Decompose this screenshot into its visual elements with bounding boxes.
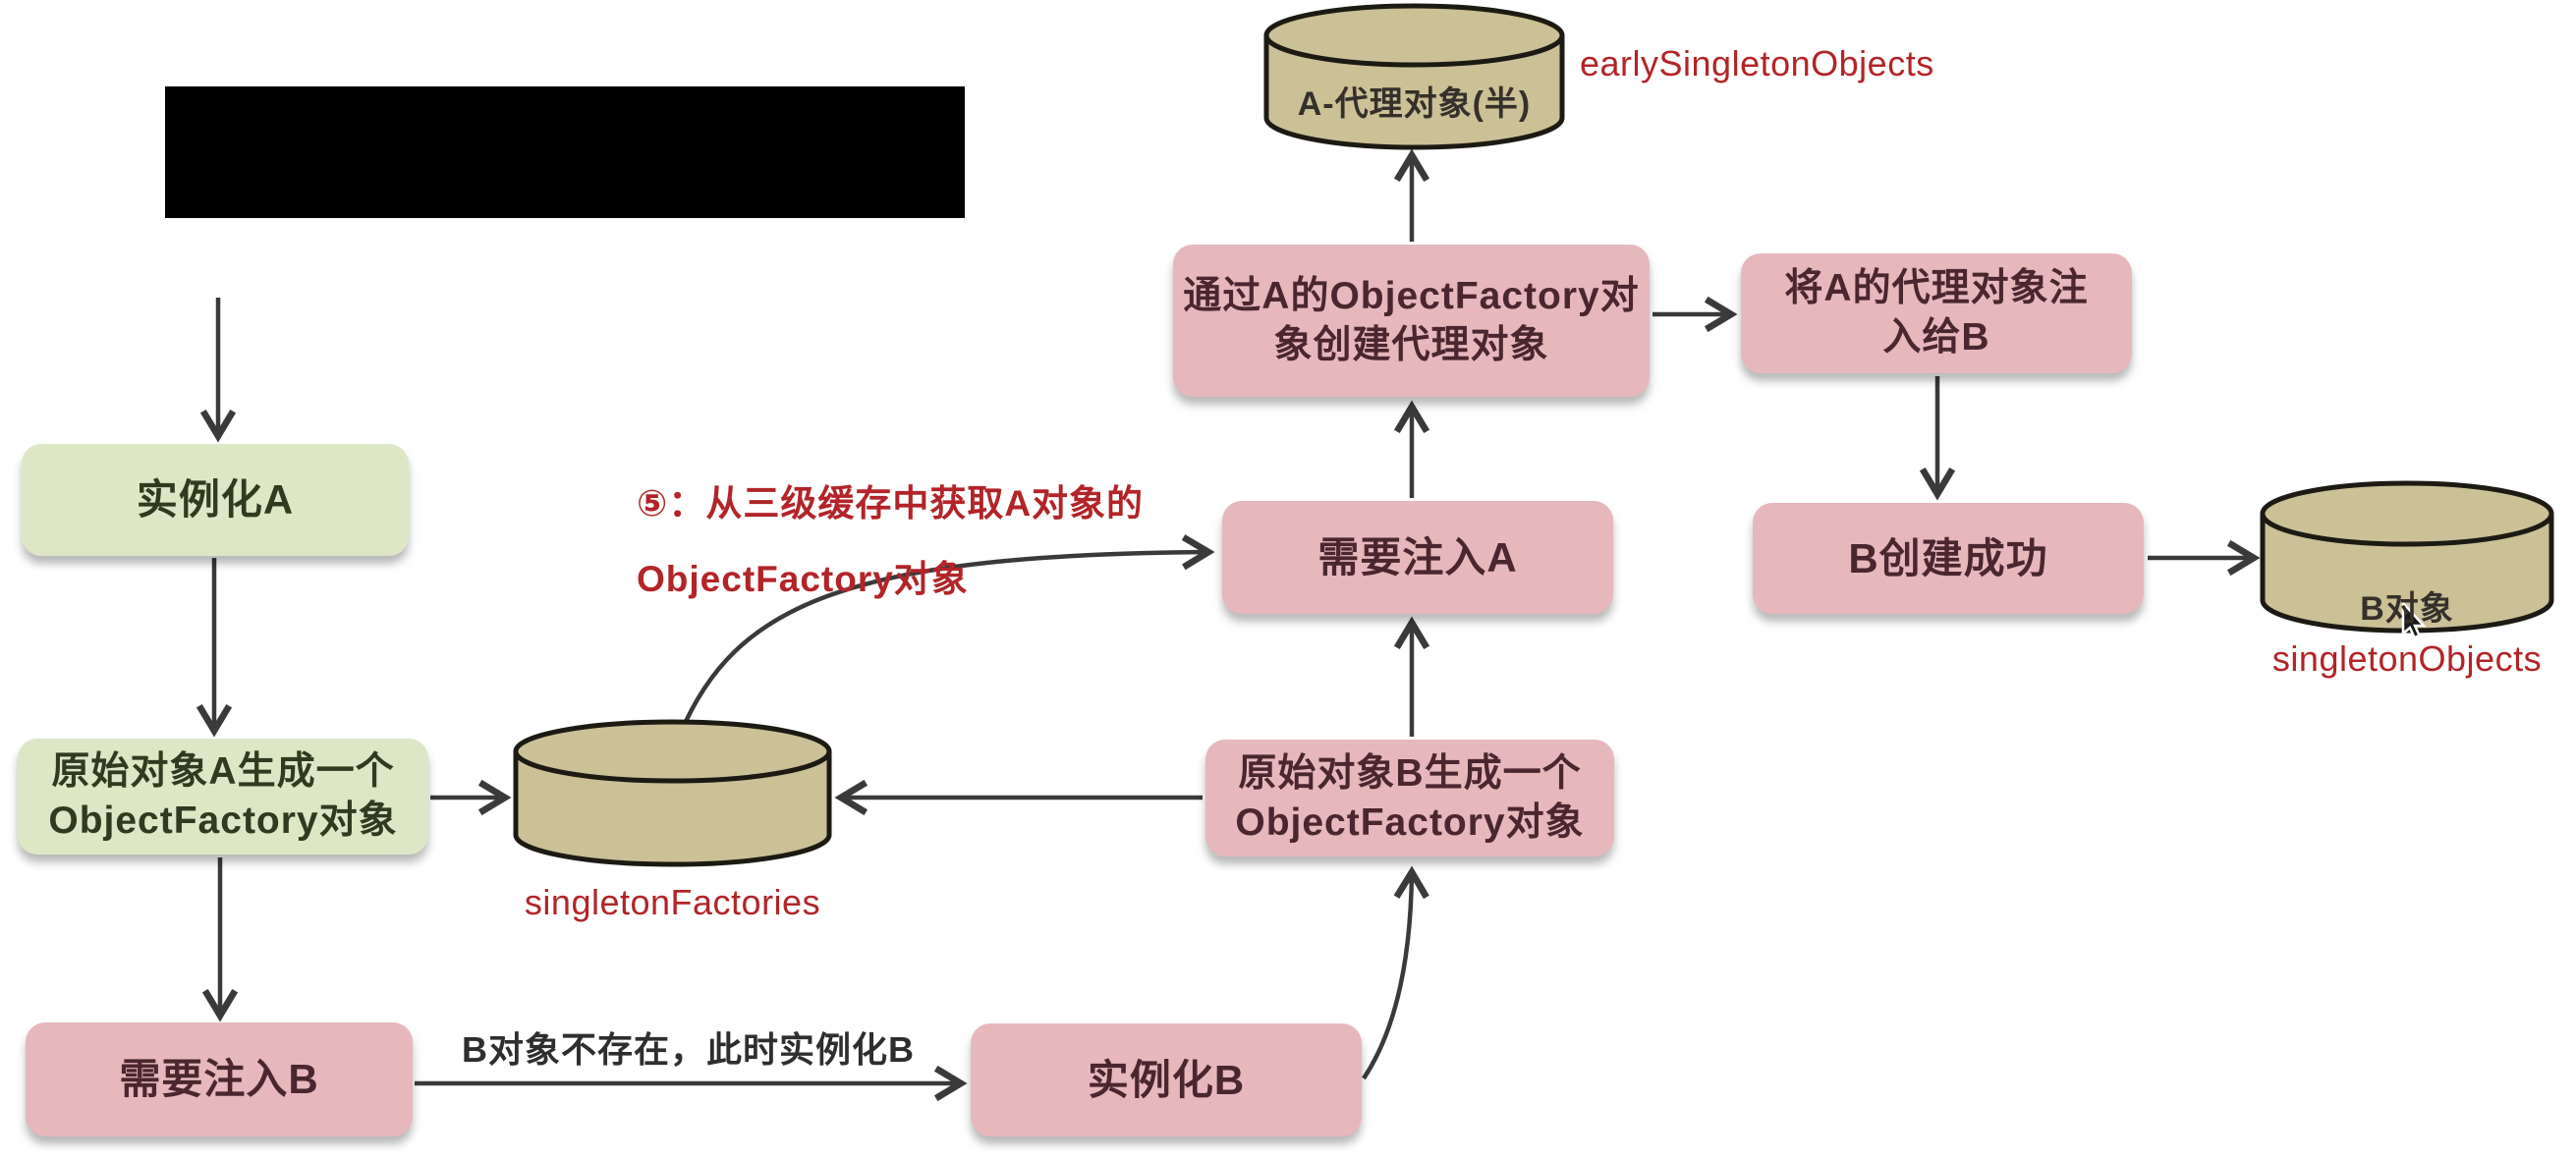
node-create-proxy-via-objectfactory: 通过A的ObjectFactory对 象创建代理对象 — [1173, 245, 1650, 397]
node-inject-a-proxy-to-b: 将A的代理对象注 入给B — [1741, 253, 2132, 373]
objects-cylinder-label: B对象 — [2360, 590, 2454, 628]
edge-label-b-not-exist: B对象不存在，此时实例化B — [462, 1029, 915, 1070]
node-label-line2: 入给B — [1882, 316, 1990, 359]
node-b-created: B创建成功 — [1753, 503, 2144, 614]
early-cylinder-label: A-代理对象(半) — [1297, 85, 1532, 123]
node-label-line2: ObjectFactory对象 — [1235, 800, 1585, 844]
node-label: 需要注入B — [119, 1056, 319, 1103]
node-label-line1: 原始对象A生成一个 — [51, 750, 395, 794]
singleton-factories-caption: singletonFactories — [524, 882, 821, 922]
node-label: B创建成功 — [1848, 534, 2048, 581]
curve-instantiate-b-to-raw-b — [1362, 865, 1429, 1080]
curve-factories-to-need-inject-a — [677, 534, 1215, 736]
node-label-line2: 象创建代理对象 — [1273, 323, 1549, 366]
node-label-line1: 通过A的ObjectFactory对 — [1183, 274, 1640, 317]
mouse-cursor-icon — [2401, 599, 2427, 639]
node-instantiate-a: 实例化A — [22, 444, 409, 556]
node-label: 实例化B — [1087, 1056, 1246, 1103]
node-label: 实例化A — [136, 476, 295, 524]
node-instantiate-b: 实例化B — [971, 1023, 1362, 1136]
node-need-inject-b: 需要注入B — [26, 1022, 413, 1136]
step5-line2: ObjectFactory对象 — [637, 559, 969, 599]
singleton-factories-cylinder — [513, 719, 832, 867]
node-label: 需要注入A — [1317, 533, 1518, 580]
node-label-line2: ObjectFactory对象 — [48, 800, 398, 842]
step5-line1: ⑤：从三级缓存中获取A对象的 — [637, 483, 1145, 524]
node-label-line1: 将A的代理对象注 — [1784, 267, 2089, 310]
step5-annotation: ⑤：从三级缓存中获取A对象的 ObjectFactory对象 — [637, 485, 1144, 597]
node-raw-b-objectfactory: 原始对象B生成一个 ObjectFactory对象 — [1205, 740, 1614, 856]
early-singleton-objects-cylinder — [1263, 3, 1565, 150]
node-raw-a-objectfactory: 原始对象A生成一个 ObjectFactory对象 — [18, 739, 428, 855]
node-need-inject-a: 需要注入A — [1222, 501, 1613, 614]
singleton-objects-caption: singletonObjects — [2271, 638, 2543, 679]
early-singleton-objects-caption: earlySingletonObjects — [1580, 43, 1934, 83]
redacted-black-box — [165, 86, 965, 218]
node-label-line1: 原始对象B生成一个 — [1238, 751, 1582, 795]
singleton-objects-cylinder — [2260, 480, 2554, 634]
